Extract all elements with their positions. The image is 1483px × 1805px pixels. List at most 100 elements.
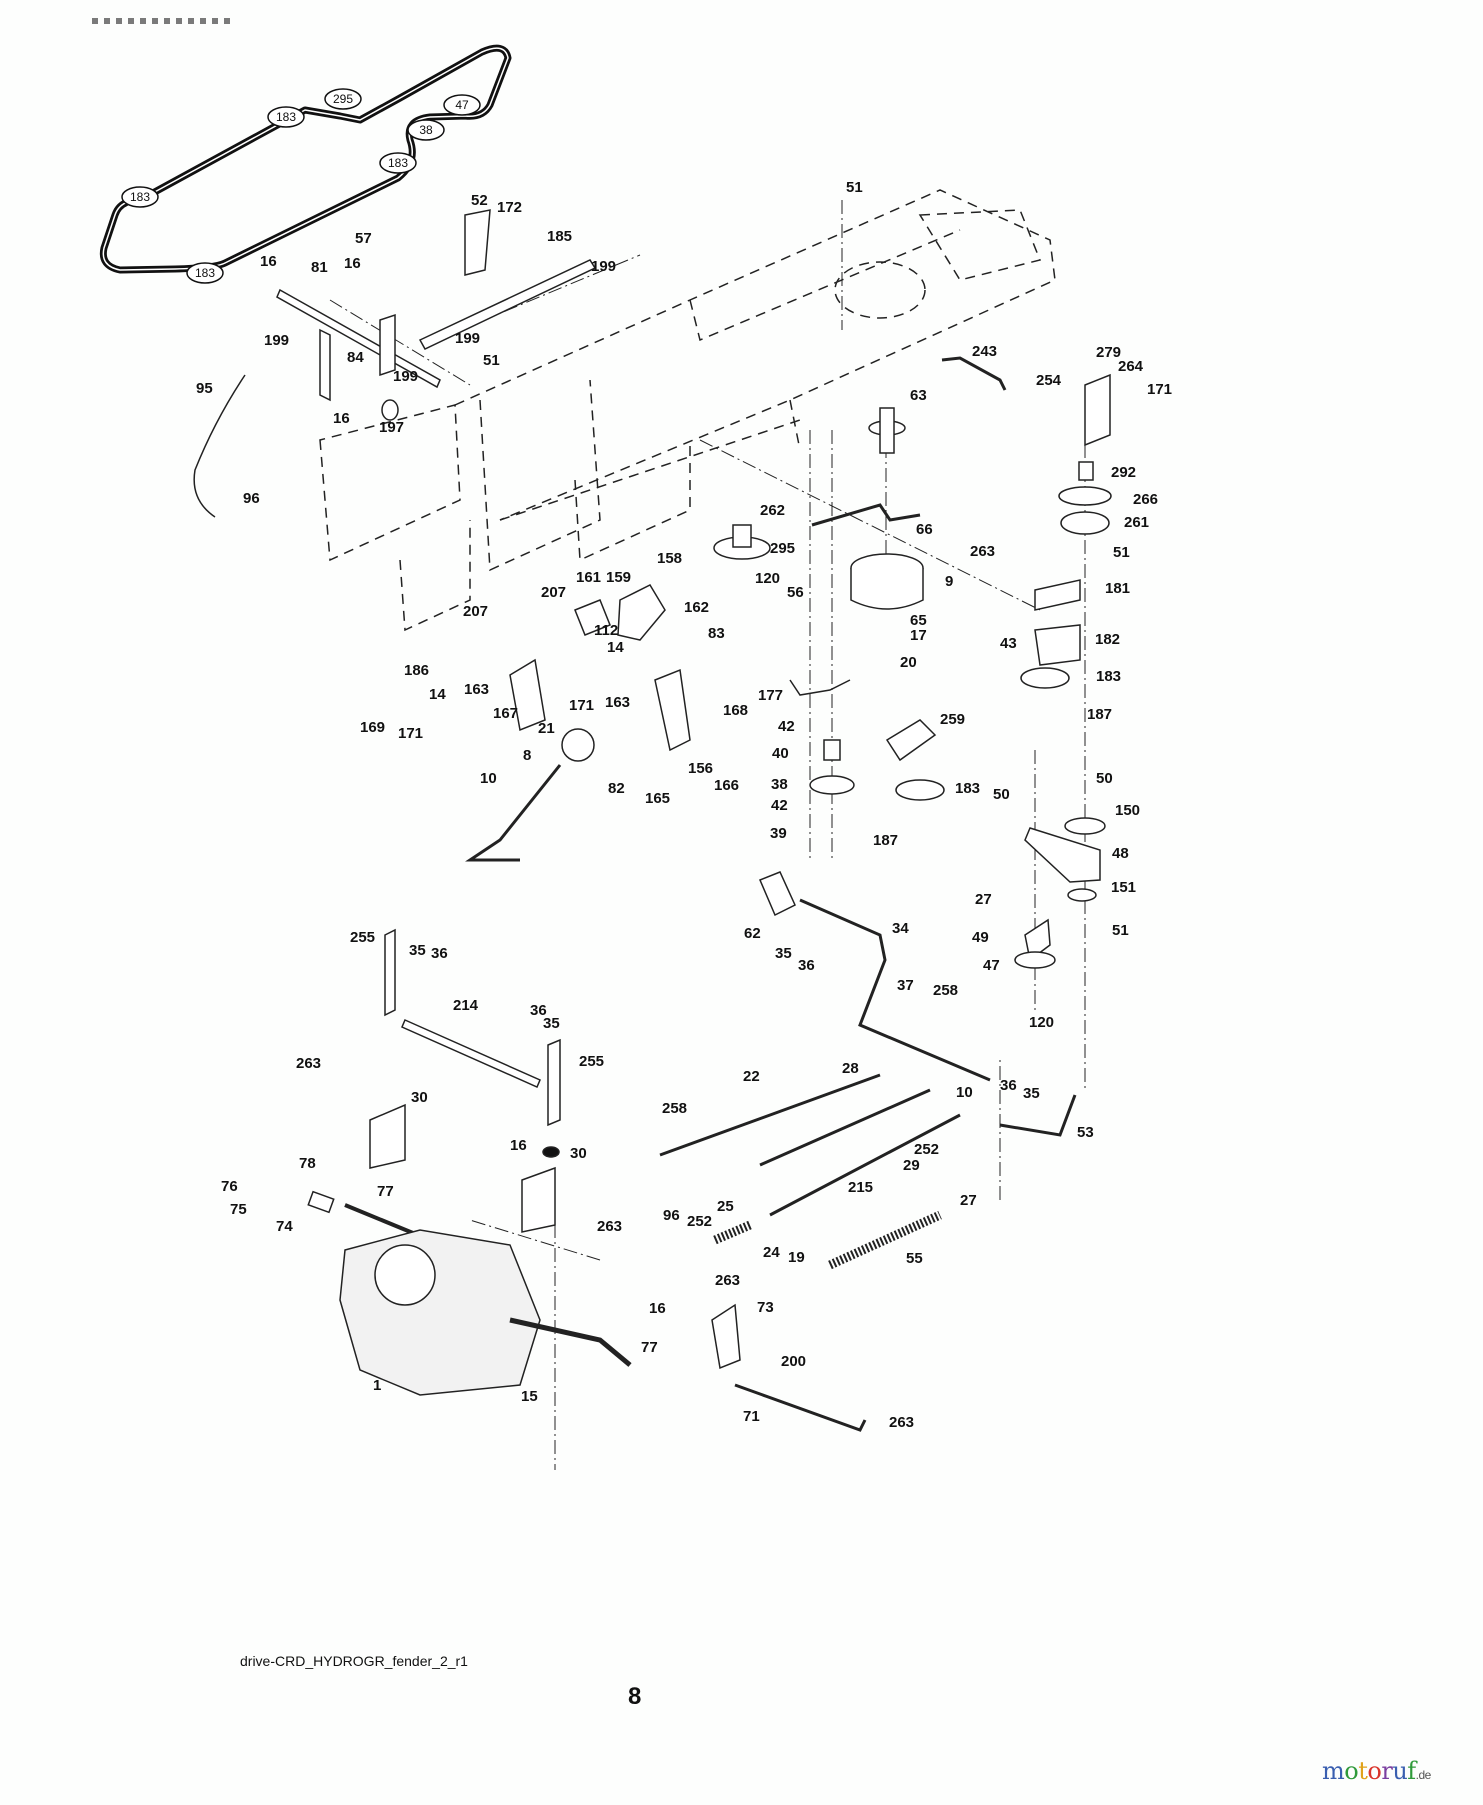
callout-part-279[interactable]: 279 xyxy=(1096,344,1121,361)
callout-part-266[interactable]: 266 xyxy=(1133,491,1158,508)
callout-part-252[interactable]: 252 xyxy=(687,1213,712,1230)
callout-part-57[interactable]: 57 xyxy=(355,230,372,247)
callout-part-27[interactable]: 27 xyxy=(975,891,992,908)
callout-part-168[interactable]: 168 xyxy=(723,702,748,719)
belt-pulley-label[interactable]: 295 xyxy=(333,92,353,106)
callout-part-51[interactable]: 51 xyxy=(483,352,500,369)
callout-part-84[interactable]: 84 xyxy=(347,349,364,366)
callout-part-34[interactable]: 34 xyxy=(892,920,909,937)
callout-part-22[interactable]: 22 xyxy=(743,1068,760,1085)
callout-part-20[interactable]: 20 xyxy=(900,654,917,671)
callout-part-158[interactable]: 158 xyxy=(657,550,682,567)
callout-part-207[interactable]: 207 xyxy=(463,603,488,620)
callout-part-42[interactable]: 42 xyxy=(771,797,788,814)
callout-part-255[interactable]: 255 xyxy=(350,929,375,946)
callout-part-151[interactable]: 151 xyxy=(1111,879,1136,896)
callout-part-35[interactable]: 35 xyxy=(775,945,792,962)
callout-part-53[interactable]: 53 xyxy=(1077,1124,1094,1141)
callout-part-35[interactable]: 35 xyxy=(543,1015,560,1032)
callout-part-159[interactable]: 159 xyxy=(606,569,631,586)
callout-part-14[interactable]: 14 xyxy=(607,639,624,656)
callout-part-162[interactable]: 162 xyxy=(684,599,709,616)
callout-part-76[interactable]: 76 xyxy=(221,1178,238,1195)
belt-pulley-label[interactable]: 47 xyxy=(455,98,469,112)
callout-part-50[interactable]: 50 xyxy=(993,786,1010,803)
callout-part-254[interactable]: 254 xyxy=(1036,372,1062,389)
callout-part-10[interactable]: 10 xyxy=(956,1084,973,1101)
callout-part-39[interactable]: 39 xyxy=(770,825,787,842)
callout-part-65[interactable]: 65 xyxy=(910,612,927,629)
callout-part-95[interactable]: 95 xyxy=(196,380,213,397)
callout-part-215[interactable]: 215 xyxy=(848,1179,873,1196)
callout-part-169[interactable]: 169 xyxy=(360,719,385,736)
callout-part-10[interactable]: 10 xyxy=(480,770,497,787)
callout-part-63[interactable]: 63 xyxy=(910,387,927,404)
callout-part-171[interactable]: 171 xyxy=(398,725,423,742)
callout-part-261[interactable]: 261 xyxy=(1124,514,1149,531)
callout-part-28[interactable]: 28 xyxy=(842,1060,859,1077)
callout-part-1[interactable]: 1 xyxy=(373,1377,381,1394)
callout-part-182[interactable]: 182 xyxy=(1095,631,1120,648)
belt-pulley-label[interactable]: 183 xyxy=(388,156,408,170)
belt-pulley-label[interactable]: 38 xyxy=(419,123,433,137)
callout-part-66[interactable]: 66 xyxy=(916,521,933,538)
callout-part-40[interactable]: 40 xyxy=(772,745,789,762)
callout-part-9[interactable]: 9 xyxy=(945,573,953,590)
callout-part-161[interactable]: 161 xyxy=(576,569,601,586)
callout-part-43[interactable]: 43 xyxy=(1000,635,1017,652)
callout-part-37[interactable]: 37 xyxy=(897,977,914,994)
callout-part-77[interactable]: 77 xyxy=(377,1183,394,1200)
callout-part-199[interactable]: 199 xyxy=(591,258,616,275)
callout-part-258[interactable]: 258 xyxy=(662,1100,687,1117)
belt-pulley-label[interactable]: 183 xyxy=(130,190,150,204)
callout-part-29[interactable]: 29 xyxy=(903,1157,920,1174)
callout-part-258[interactable]: 258 xyxy=(933,982,958,999)
callout-part-75[interactable]: 75 xyxy=(230,1201,247,1218)
callout-part-263[interactable]: 263 xyxy=(296,1055,321,1072)
callout-part-77[interactable]: 77 xyxy=(641,1339,658,1356)
callout-part-183[interactable]: 183 xyxy=(1096,668,1121,685)
callout-part-167[interactable]: 167 xyxy=(493,705,518,722)
callout-part-156[interactable]: 156 xyxy=(688,760,713,777)
callout-part-16[interactable]: 16 xyxy=(260,253,277,270)
callout-part-16[interactable]: 16 xyxy=(344,255,361,272)
watermark-logo[interactable]: motoruf.de xyxy=(1322,1757,1431,1785)
belt-pulley-label[interactable]: 183 xyxy=(276,110,296,124)
callout-part-48[interactable]: 48 xyxy=(1112,845,1129,862)
callout-part-42[interactable]: 42 xyxy=(778,718,795,735)
callout-part-165[interactable]: 165 xyxy=(645,790,670,807)
callout-part-263[interactable]: 263 xyxy=(597,1218,622,1235)
callout-part-292[interactable]: 292 xyxy=(1111,464,1136,481)
callout-part-96[interactable]: 96 xyxy=(663,1207,680,1224)
callout-part-30[interactable]: 30 xyxy=(411,1089,428,1106)
callout-part-199[interactable]: 199 xyxy=(393,368,418,385)
callout-part-255[interactable]: 255 xyxy=(579,1053,604,1070)
callout-part-51[interactable]: 51 xyxy=(846,179,863,196)
callout-part-81[interactable]: 81 xyxy=(311,259,328,276)
callout-part-55[interactable]: 55 xyxy=(906,1250,923,1267)
callout-part-51[interactable]: 51 xyxy=(1112,922,1129,939)
callout-part-263[interactable]: 263 xyxy=(970,543,995,560)
callout-part-199[interactable]: 199 xyxy=(455,330,480,347)
callout-part-16[interactable]: 16 xyxy=(649,1300,666,1317)
callout-part-38[interactable]: 38 xyxy=(771,776,788,793)
callout-part-183[interactable]: 183 xyxy=(955,780,980,797)
callout-part-262[interactable]: 262 xyxy=(760,502,785,519)
callout-part-25[interactable]: 25 xyxy=(717,1198,734,1215)
callout-part-214[interactable]: 214 xyxy=(453,997,479,1014)
callout-part-21[interactable]: 21 xyxy=(538,720,555,737)
callout-part-30[interactable]: 30 xyxy=(570,1145,587,1162)
callout-part-36[interactable]: 36 xyxy=(1000,1077,1017,1094)
callout-part-96[interactable]: 96 xyxy=(243,490,260,507)
callout-part-172[interactable]: 172 xyxy=(497,199,522,216)
callout-part-295[interactable]: 295 xyxy=(770,540,795,557)
callout-part-73[interactable]: 73 xyxy=(757,1299,774,1316)
callout-part-16[interactable]: 16 xyxy=(510,1137,527,1154)
callout-part-78[interactable]: 78 xyxy=(299,1155,316,1172)
callout-part-207[interactable]: 207 xyxy=(541,584,566,601)
callout-part-112[interactable]: 112 xyxy=(594,622,618,639)
callout-part-49[interactable]: 49 xyxy=(972,929,989,946)
callout-part-150[interactable]: 150 xyxy=(1115,802,1140,819)
callout-part-36[interactable]: 36 xyxy=(431,945,448,962)
callout-part-35[interactable]: 35 xyxy=(1023,1085,1040,1102)
